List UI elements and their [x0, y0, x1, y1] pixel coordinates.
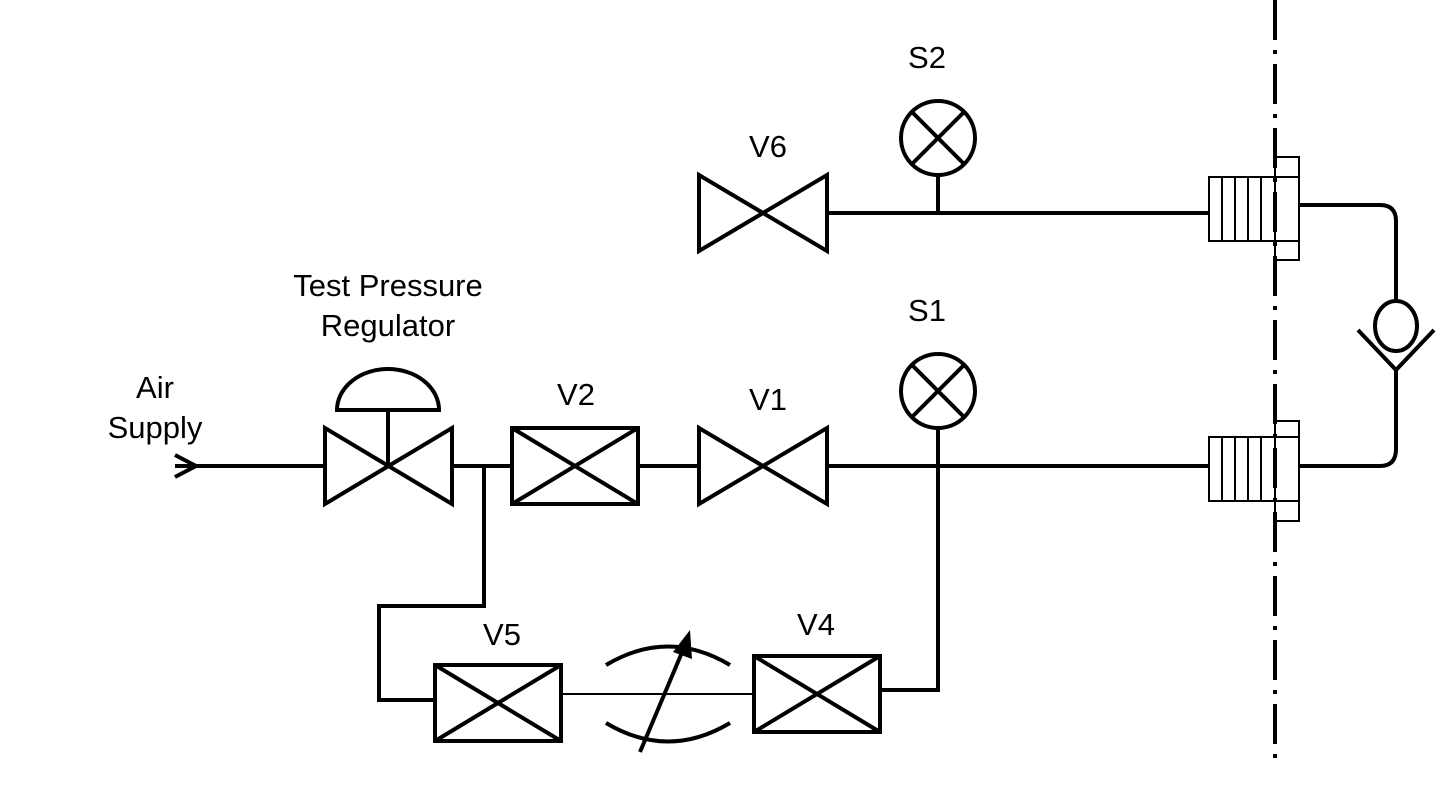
s1-label: S1 [908, 293, 946, 328]
v2-label: V2 [557, 377, 595, 412]
valve-v6-icon [697, 171, 829, 255]
lower-coupling-icon [1208, 420, 1300, 522]
upper-coupling-icon [1208, 156, 1300, 261]
labels: Air Supply Test Pressure Regulator V2 V1… [108, 40, 946, 652]
s2-label: S2 [908, 40, 946, 75]
valve-v4-icon [752, 654, 882, 734]
regulator-label-line2: Regulator [321, 308, 455, 343]
check-valve-icon [1356, 299, 1436, 373]
gauge-s1-icon [899, 352, 977, 430]
air-supply-label-line1: Air [136, 370, 174, 405]
v6-label: V6 [749, 129, 787, 164]
gauge-s2-icon [899, 99, 977, 177]
valve-v1-icon [697, 424, 829, 508]
air-supply-arrow-icon [174, 453, 201, 479]
v1-label: V1 [749, 382, 787, 417]
v4-label: V4 [797, 607, 835, 642]
valve-v5-icon [433, 663, 563, 743]
valve-v2-icon [510, 426, 640, 506]
piping [175, 175, 1398, 702]
v5-label: V5 [483, 617, 521, 652]
adjustable-restrictor-icon [604, 630, 732, 753]
pressure-regulator-icon [323, 367, 454, 508]
air-supply-label-line2: Supply [108, 410, 203, 445]
regulator-label-line1: Test Pressure [293, 268, 483, 303]
